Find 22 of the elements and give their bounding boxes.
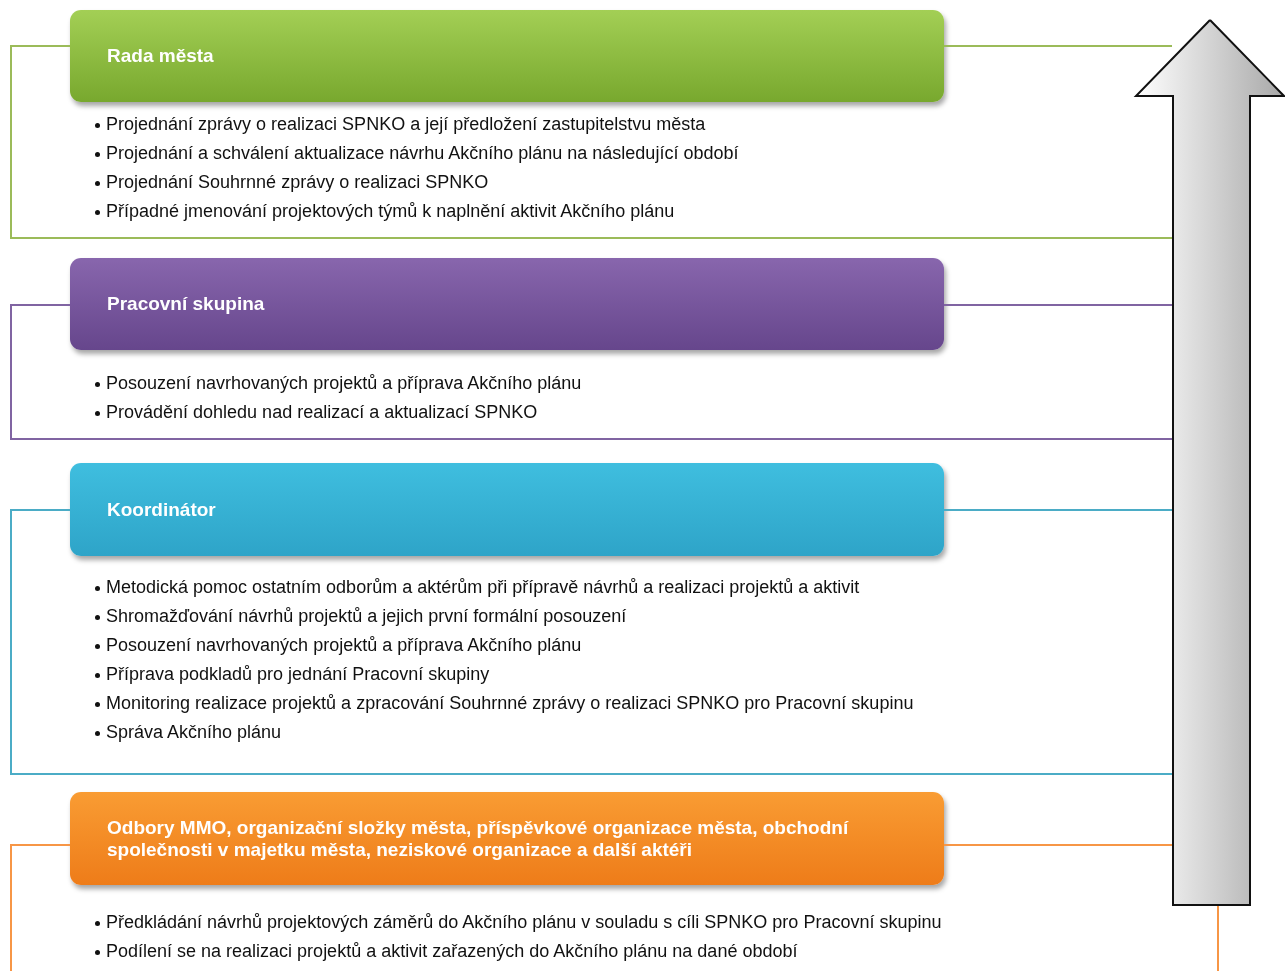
section-title: Koordinátor	[107, 498, 216, 521]
header-bar	[70, 258, 944, 350]
bullet-item: Projednání zprávy o realizaci SPNKO a její předložení zastupitelstvu města	[106, 110, 739, 139]
bullet-item: Metodická pomoc ostatním odborům a aktérům při přípravě návrhů a realizaci projektů a aktivit	[106, 573, 914, 602]
bullet-item: Shromažďování návrhů projektů a jejich první formální posouzení	[106, 602, 914, 631]
bullet-item: Případné jmenování projektových týmů k naplnění aktivit Akčního plánu	[106, 197, 739, 226]
section-title: Odbory MMO, organizační složky města, příspěvkové organizace města, obchodní společnosti v majetku města, neziskové organizace a další aktéři	[107, 816, 850, 861]
bullet-item: Posouzení navrhovaných projektů a příprava Akčního plánu	[106, 631, 914, 660]
bullet-item: Monitoring realizace projektů a zpracování Souhrnné zprávy o realizaci SPNKO pro Pracovní skupinu	[106, 689, 914, 718]
header-bar	[70, 463, 944, 556]
header-bar	[70, 792, 944, 885]
header-bar	[70, 10, 944, 102]
bullet-item: Správa Akčního plánu	[106, 718, 914, 747]
section-title: Rada města	[107, 45, 214, 67]
bullet-item: Provádění dohledu nad realizací a aktualizací SPNKO	[106, 398, 582, 427]
bullet-item: Předkládání návrhů projektových záměrů do Akčního plánu v souladu s cíli SPNKO pro Pracovní skupinu	[106, 908, 942, 937]
bullet-item: Projednání Souhrnné zprávy o realizaci SPNKO	[106, 168, 739, 197]
bullet-item: Projednání a schválení aktualizace návrhu Akčního plánu na následující období	[106, 139, 739, 168]
bullet-item: Podílení se na realizaci projektů a aktivit zařazených do Akčního plánu na dané období	[106, 937, 942, 966]
section-title: Pracovní skupina	[107, 293, 265, 315]
bullet-item: Příprava podkladů pro jednání Pracovní skupiny	[106, 660, 914, 689]
bullet-item: Posouzení navrhovaných projektů a příprava Akčního plánu	[106, 369, 582, 398]
